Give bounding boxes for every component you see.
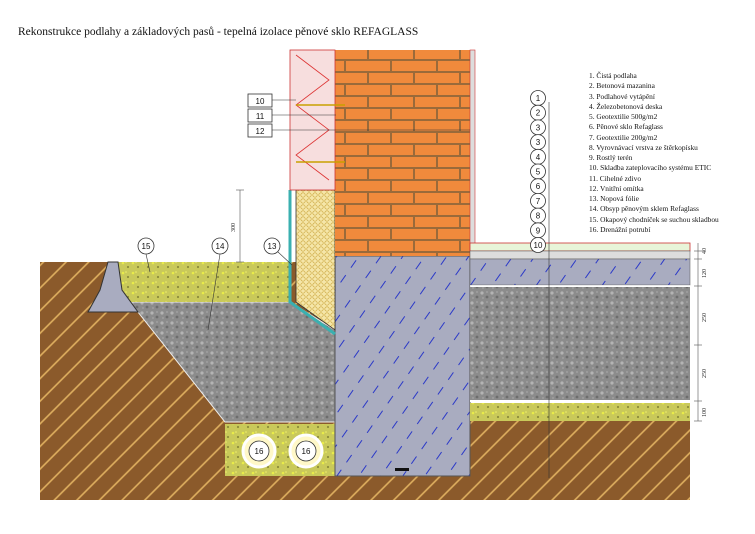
callout-right-label: 4 xyxy=(536,153,541,162)
callout-right-5: 5 xyxy=(530,163,546,180)
foundation-strip xyxy=(334,255,471,477)
svg-text:15: 15 xyxy=(142,242,151,251)
svg-text:12: 12 xyxy=(256,127,265,136)
right-callout-column: 1 2 3 3 4 5 6 7 8 9 10 xyxy=(530,90,546,253)
curb-stone xyxy=(87,261,139,313)
callout-drain-16-a: 16 xyxy=(248,440,270,462)
legend-item: 15. Okapový chodníček se suchou skladbou xyxy=(589,214,719,224)
legend-item: 13. Nopová fólie xyxy=(589,194,639,203)
svg-text:11: 11 xyxy=(256,112,265,121)
callout-right-6: 6 xyxy=(530,178,546,195)
callout-right-label: 8 xyxy=(536,212,541,221)
dimple-membrane xyxy=(288,190,336,336)
svg-text:14: 14 xyxy=(216,242,225,251)
callout-left-12: 12 xyxy=(247,123,470,138)
floor-foamglass xyxy=(470,287,690,401)
callout-right-label: 10 xyxy=(534,241,543,250)
callout-right-9: 9 xyxy=(530,222,546,239)
callout-left-10: 10 xyxy=(247,93,296,108)
callout-right-label: 1 xyxy=(536,94,541,103)
callout-left-11: 11 xyxy=(247,108,336,123)
legend-item: 10. Skladba zateplovacího systému ETIC xyxy=(589,163,712,173)
legend-item: 12. Vnitřní omítka xyxy=(589,183,644,193)
callout-right-2: 2 xyxy=(530,104,546,121)
callout-right-label: 9 xyxy=(536,226,541,235)
legend-item: 2. Betonová mazanina xyxy=(589,81,655,91)
callout-right-8: 8 xyxy=(530,207,546,224)
etics-zigzag xyxy=(295,54,330,181)
callout-drain-16-b: 16 xyxy=(295,440,317,462)
legend-item: 1. Čistá podlaha xyxy=(589,71,637,80)
legend-item: 3. Podlahové vytápění xyxy=(589,91,655,101)
foundation-black-mark xyxy=(395,468,409,471)
callout-right-label: 3 xyxy=(536,138,541,147)
etics-layer xyxy=(289,49,336,191)
callout-right-label: 3 xyxy=(536,123,541,132)
legend-item: 9. Rostlý terén xyxy=(589,153,633,162)
dim-300: 300 xyxy=(231,223,237,232)
callout-right-label: 6 xyxy=(536,182,541,191)
dim-250-b: 250 xyxy=(702,369,708,378)
callout-13: 13 xyxy=(263,237,293,266)
legend-item: 8. Vyrovnávací vrstva ze štěrkopísku xyxy=(589,142,698,152)
callout-right-label: 2 xyxy=(536,109,541,118)
callout-right-label: 7 xyxy=(536,197,541,206)
legend-item: 4. Železobetonová deska xyxy=(589,101,663,111)
legend-item: 5. Geotextilie 500g/m2 xyxy=(589,112,658,121)
svg-text:10: 10 xyxy=(256,97,265,106)
soil-right xyxy=(470,420,690,500)
right-dimension-ticks xyxy=(694,250,702,422)
svg-text:16: 16 xyxy=(255,447,264,456)
dim-40: 40 xyxy=(702,248,708,254)
floor-sand-gravel xyxy=(470,403,690,421)
legend-item: 7. Geotextilie 200g/m2 xyxy=(589,132,658,142)
legend-item: 6. Pěnové sklo Refaglass xyxy=(589,122,663,132)
legend-item: 11. Cihelné zdivo xyxy=(589,173,642,183)
callout-15: 15 xyxy=(137,237,155,273)
callout-right-1: 1 xyxy=(530,90,546,106)
dim-120: 120 xyxy=(702,269,708,278)
callout-right-4: 4 xyxy=(530,148,546,165)
floor-slab xyxy=(469,258,691,286)
callout-right-10: 10 xyxy=(530,237,546,253)
callout-14: 14 xyxy=(207,237,229,331)
floor-finish xyxy=(469,242,691,252)
callout-right-3: 3 xyxy=(530,119,546,136)
callout-right-7: 7 xyxy=(530,192,546,209)
dim-250-a: 250 xyxy=(702,313,708,322)
drawing-title: Rekonstrukce podlahy a základových pasů … xyxy=(18,26,419,38)
svg-text:16: 16 xyxy=(302,447,311,456)
brick-wall xyxy=(335,50,470,256)
floor-screed xyxy=(469,250,691,260)
callout-right-label: 5 xyxy=(536,168,541,177)
callout-right-3: 3 xyxy=(530,134,546,151)
legend-item: 16. Drenážní potrubí xyxy=(589,224,651,234)
gravel-walk xyxy=(118,262,290,302)
legend-item: 14. Obsyp pěnovým sklem Refaglass xyxy=(589,204,699,214)
dim-100: 100 xyxy=(702,408,708,417)
svg-text:13: 13 xyxy=(268,242,277,251)
